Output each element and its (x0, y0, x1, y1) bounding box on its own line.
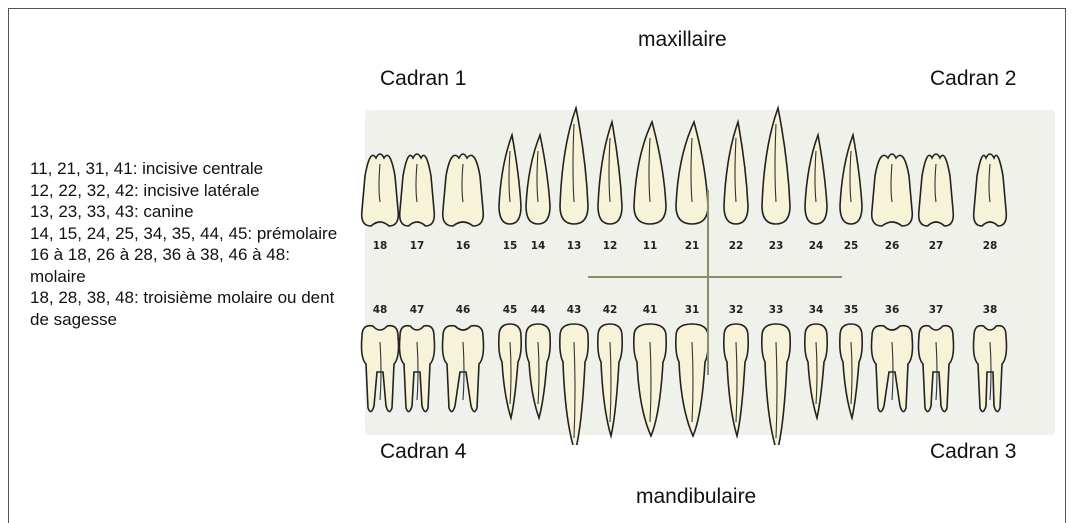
maxilla-title: maxillaire (638, 28, 727, 52)
tooth-number-17: 17 (410, 240, 425, 252)
quadrant-2-label: Cadran 2 (930, 67, 1016, 91)
tooth-number-26: 26 (885, 240, 900, 252)
legend-item-molar: 16 à 18, 26 à 28, 36 à 38, 46 à 48: mola… (30, 244, 350, 287)
tooth-number-34: 34 (809, 304, 824, 316)
tooth-number-14: 14 (531, 240, 546, 252)
tooth-number-38: 38 (983, 304, 998, 316)
tooth-number-32: 32 (729, 304, 744, 316)
tooth-number-45: 45 (503, 304, 518, 316)
tooth-number-44: 44 (531, 304, 546, 316)
tooth-number-22: 22 (729, 240, 744, 252)
tooth-number-12: 12 (603, 240, 618, 252)
tooth-number-13: 13 (567, 240, 582, 252)
quadrant-1-label: Cadran 1 (380, 67, 466, 91)
tooth-number-37: 37 (929, 304, 944, 316)
legend-item-lateral-incisor: 12, 22, 32, 42: incisive latérale (30, 180, 350, 202)
mandible-title: mandibulaire (636, 485, 756, 509)
legend-item-central-incisor: 11, 21, 31, 41: incisive centrale (30, 158, 350, 180)
tooth-number-36: 36 (885, 304, 900, 316)
tooth-number-24: 24 (809, 240, 824, 252)
tooth-number-47: 47 (410, 304, 425, 316)
tooth-number-33: 33 (769, 304, 784, 316)
tooth-type-legend: 11, 21, 31, 41: incisive centrale 12, 22… (30, 158, 350, 330)
tooth-number-27: 27 (929, 240, 944, 252)
dental-chart: 18 17 16 15 14 13 12 11 21 22 23 24 25 26 27 28 48 47 46 4… (360, 100, 1060, 445)
tooth-number-48: 48 (373, 304, 388, 316)
tooth-number-21: 21 (685, 240, 700, 252)
legend-item-wisdom-tooth: 18, 28, 38, 48: troisième molaire ou den… (30, 287, 350, 330)
tooth-number-46: 46 (456, 304, 471, 316)
tooth-number-18: 18 (373, 240, 388, 252)
tooth-number-42: 42 (603, 304, 618, 316)
tooth-number-16: 16 (456, 240, 471, 252)
tooth-number-15: 15 (503, 240, 518, 252)
tooth-number-23: 23 (769, 240, 784, 252)
tooth-number-43: 43 (567, 304, 582, 316)
tooth-number-25: 25 (844, 240, 859, 252)
tooth-number-11: 11 (643, 240, 658, 252)
tooth-number-35: 35 (844, 304, 859, 316)
tooth-number-41: 41 (643, 304, 658, 316)
legend-item-canine: 13, 23, 33, 43: canine (30, 201, 350, 223)
tooth-number-31: 31 (685, 304, 700, 316)
legend-item-premolar: 14, 15, 24, 25, 34, 35, 44, 45: prémolai… (30, 223, 350, 245)
tooth-number-28: 28 (983, 240, 998, 252)
